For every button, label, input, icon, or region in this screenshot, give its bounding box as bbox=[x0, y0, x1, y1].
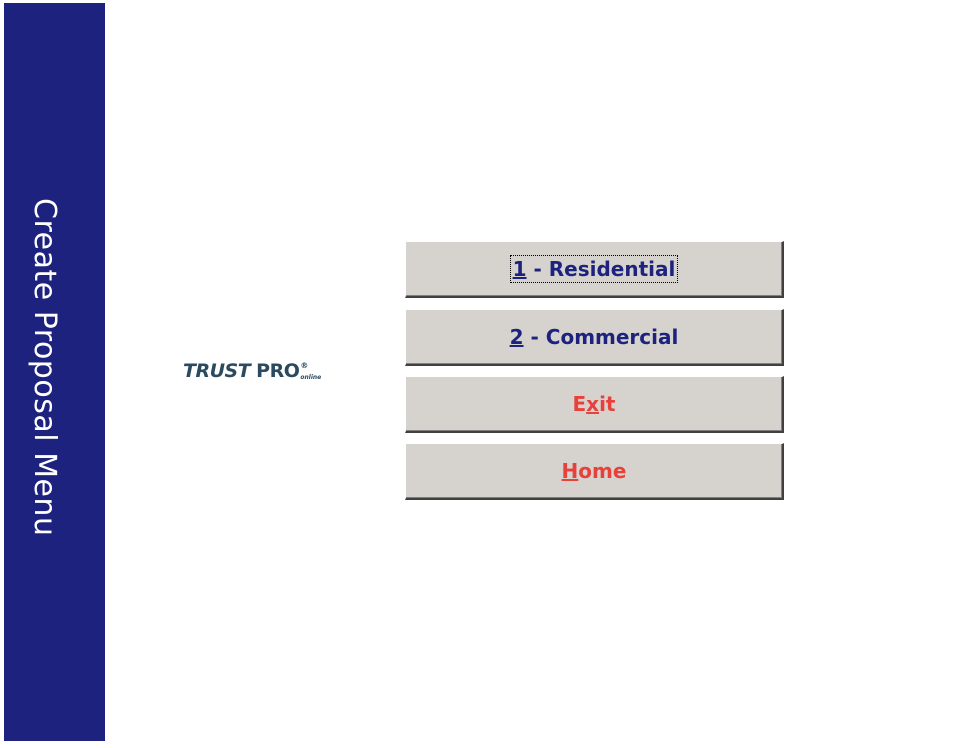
exit-button-label: Exit bbox=[573, 392, 616, 416]
commercial-button-label: 2 - Commercial bbox=[510, 325, 679, 349]
home-label-after: ome bbox=[578, 459, 627, 483]
exit-label-before: E bbox=[572, 392, 587, 416]
residential-button[interactable]: 1 - Residential bbox=[405, 241, 784, 298]
commercial-hotkey: 2 bbox=[509, 325, 524, 349]
logo-trust-text: TRUST bbox=[183, 360, 251, 382]
logo-superscript: ® online bbox=[300, 362, 321, 381]
sidebar-title: Create Proposal Menu bbox=[27, 198, 62, 537]
trustpro-logo: TRUST PRO ® online bbox=[183, 357, 321, 381]
exit-hotkey: x bbox=[586, 392, 600, 416]
residential-label-text: - Residential bbox=[526, 257, 676, 281]
exit-button[interactable]: Exit bbox=[405, 376, 784, 433]
home-button[interactable]: Home bbox=[405, 443, 784, 500]
commercial-button[interactable]: 2 - Commercial bbox=[405, 309, 784, 366]
residential-hotkey: 1 bbox=[512, 257, 527, 281]
home-button-label: Home bbox=[562, 459, 627, 483]
commercial-label-text: - Commercial bbox=[523, 325, 679, 349]
logo-pro-text: PRO bbox=[256, 360, 300, 382]
logo-registered-mark: ® bbox=[300, 361, 309, 370]
home-hotkey: H bbox=[561, 459, 579, 483]
sidebar-banner: Create Proposal Menu bbox=[4, 3, 105, 741]
exit-label-after: it bbox=[599, 392, 616, 416]
logo-online-text: online bbox=[300, 374, 322, 381]
residential-button-label: 1 - Residential bbox=[509, 255, 679, 283]
